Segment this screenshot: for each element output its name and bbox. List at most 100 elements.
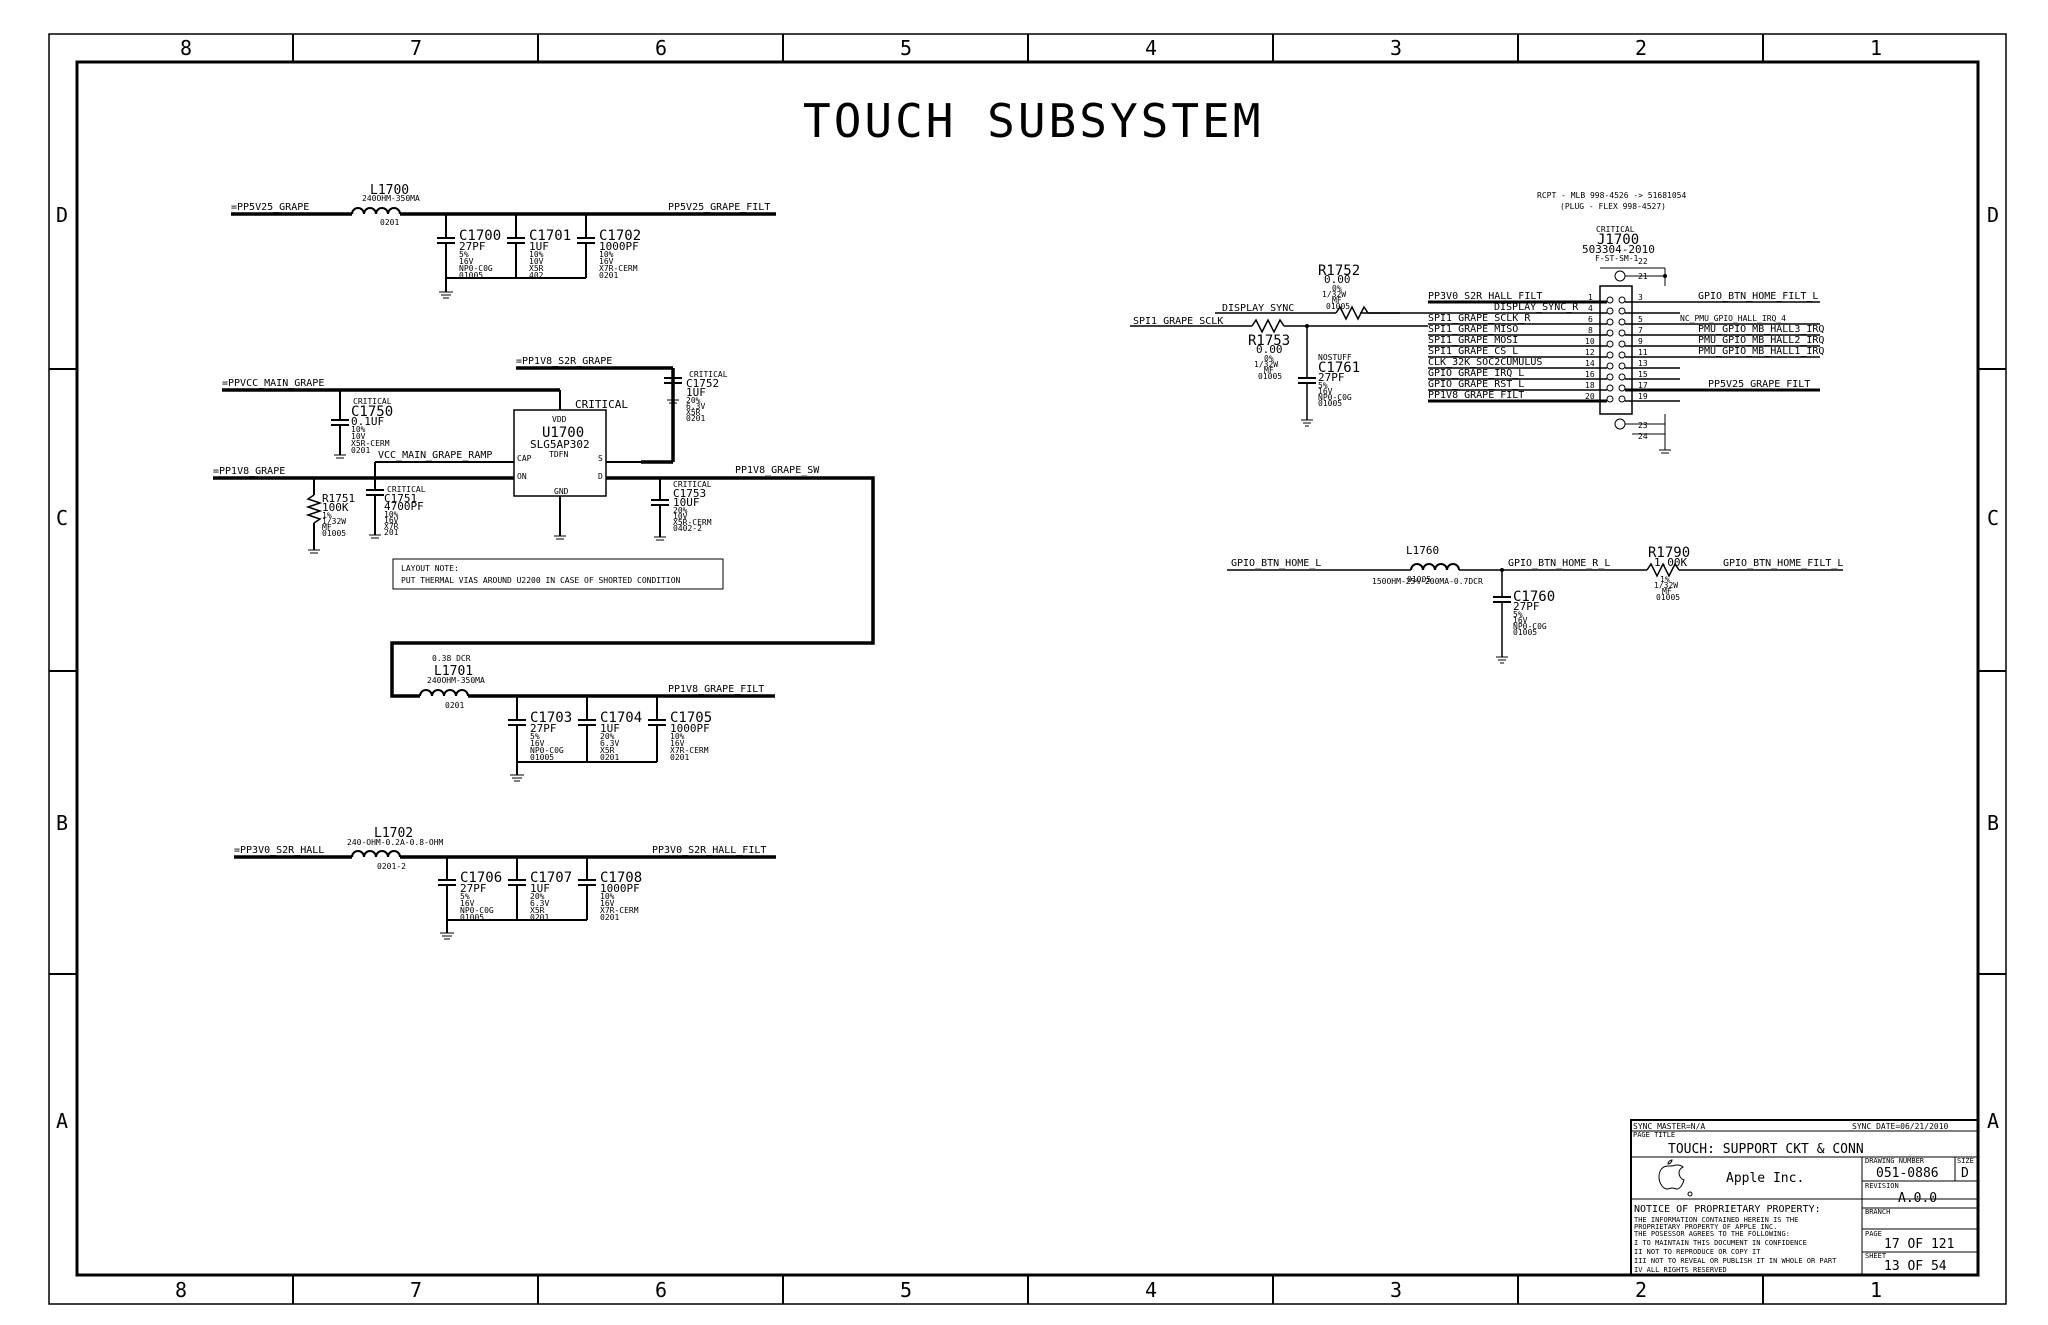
resistor-value: 0.00 <box>1324 273 1351 286</box>
connector-pin: 21 <box>1638 272 1648 281</box>
drawing-number-label: DRAWING NUMBER <box>1865 1157 1925 1165</box>
cap-ref: C1760 <box>1513 589 1555 605</box>
nostuff-label: NOSTUFF <box>1318 353 1352 362</box>
zone-col-label: 3 <box>1390 36 1402 60</box>
cap-diel: X5R <box>529 264 544 273</box>
cap-tol: 20% <box>686 396 701 405</box>
cap-pkg: 201 <box>384 528 399 537</box>
cap-volt: 10V <box>673 512 688 521</box>
cap-ref: C1705 <box>670 710 712 726</box>
cap-tol: 10% <box>599 250 614 259</box>
cap-volt: 16V <box>1318 387 1333 396</box>
cap-diel: X5R-CERM <box>351 439 390 448</box>
resistor-value: 100K <box>322 501 349 514</box>
cap-diel: X5R <box>686 408 701 417</box>
cap-value: 1UF <box>686 386 706 399</box>
resistor-type: MF <box>1264 366 1274 375</box>
resistor-tol: 0% <box>1264 354 1274 363</box>
zone-row-label: D <box>1987 203 1999 227</box>
cap-diel: NP0-C0G <box>530 746 564 755</box>
cap-diel: X7R-CERM <box>599 264 638 273</box>
zone-col-label: 1 <box>1870 36 1882 60</box>
zone-col-label: 4 <box>1145 1278 1157 1302</box>
cap-tol: 10% <box>600 892 615 901</box>
inductor-pkg: 0201-2 <box>377 862 406 871</box>
cap-ref: C1703 <box>530 710 572 726</box>
cap-ref: C1708 <box>600 870 642 886</box>
resistor-power: 1/32W <box>322 517 346 526</box>
connector-pin: 8 <box>1588 326 1593 335</box>
size: D <box>1961 1166 1969 1181</box>
inductor-pkg: 0201 <box>380 218 399 227</box>
page-number: 17 OF 121 <box>1884 1237 1954 1252</box>
net-label: PMU_GPIO_MB_HALL2_IRQ <box>1698 335 1824 346</box>
cap-volt: 10V <box>529 257 544 266</box>
notice-line: I TO MAINTAIN THIS DOCUMENT IN CONFIDENC… <box>1634 1239 1807 1247</box>
cap-value: 1000PF <box>600 882 640 895</box>
zone-col-label: 2 <box>1635 36 1647 60</box>
apple-logo-icon <box>1658 1159 1685 1190</box>
inductor-value: 240OHM-350MA <box>427 676 485 685</box>
connector-pin: 10 <box>1585 337 1595 346</box>
connector-pin: 15 <box>1638 370 1648 379</box>
cap-diel: X5R <box>600 746 615 755</box>
notice-line: PROPRIETARY PROPERTY OF APPLE INC. <box>1634 1223 1777 1231</box>
cap-pkg: 0201 <box>530 913 549 922</box>
net-label: =PP5V25_GRAPE <box>231 202 309 213</box>
page-title-label: PAGE TITLE <box>1633 1131 1675 1139</box>
cap-pkg: 0201 <box>686 414 705 423</box>
cap-ref: C1752 <box>686 377 719 390</box>
zone-col-label: 8 <box>175 1278 187 1302</box>
zone-row-label: B <box>1987 811 1999 835</box>
cap-pkg: 0402-2 <box>673 524 702 533</box>
connector-pin: 22 <box>1638 257 1648 266</box>
zone-row-label: A <box>1987 1109 1999 1133</box>
zone-col-label: 1 <box>1870 1278 1882 1302</box>
resistor-type: MF <box>1332 296 1342 305</box>
net-label: GPIO_BTN_HOME_R_L <box>1508 558 1610 569</box>
cap-diel: X7R <box>384 522 399 531</box>
cap-pkg: 01005 <box>459 271 483 280</box>
zone-row-label: C <box>56 506 68 530</box>
resistor-ref: R1753 <box>1248 333 1290 349</box>
zone-col-label: 6 <box>655 1278 667 1302</box>
net-label: =PP3V0_S2R_HALL <box>234 845 324 856</box>
inner-frame <box>75 60 1980 1277</box>
inductor-ref: L1702 <box>374 826 413 841</box>
net-label: PP5V25_GRAPE_FILT <box>1708 379 1810 390</box>
cap-value: 27PF <box>460 882 487 895</box>
connector-body <box>1599 285 1633 415</box>
zone-dividers <box>49 34 2006 1304</box>
net-label: PMU_GPIO_MB_HALL1_IRQ <box>1698 346 1824 357</box>
notice-title: NOTICE OF PROPRIETARY PROPERTY: <box>1634 1204 1821 1215</box>
cap-volt: 16V <box>384 516 399 525</box>
cap-tol: 10% <box>351 425 366 434</box>
zone-row-label: C <box>1987 506 1999 530</box>
cap-pkg: 0201 <box>670 753 689 762</box>
cap-tol: 10% <box>384 510 399 519</box>
inductor-ref: L1700 <box>370 183 409 198</box>
connector-j1700: RCPT - MLB 998-4526 -> 51681054 (PLUG - … <box>1130 191 1824 454</box>
page-title: TOUCH SUBSYSTEM <box>803 94 1263 148</box>
net-label: GPIO_BTN_HOME_L <box>1231 558 1321 569</box>
cap-tol: 20% <box>673 506 688 515</box>
cap-pkg: 01005 <box>1318 399 1342 408</box>
cap-volt: 16V <box>600 899 615 908</box>
ic-pin-d: D <box>598 472 603 481</box>
cap-tol: 10% <box>529 250 544 259</box>
cap-diel: NP0-C0G <box>1318 393 1352 402</box>
cap-ref: C1700 <box>459 228 501 244</box>
page-label: PAGE <box>1865 1230 1882 1238</box>
net-label: SPI1_GRAPE_MOSI <box>1428 335 1518 346</box>
critical-label: CRITICAL <box>575 398 628 411</box>
cap-ref: C1750 <box>351 404 393 420</box>
ic-pin-vdd: VDD <box>552 415 567 424</box>
cap-diel: X7R-CERM <box>670 746 709 755</box>
cap-value: 1UF <box>600 722 620 735</box>
connector-pin: 5 <box>1638 315 1643 324</box>
connector-pin: 19 <box>1638 392 1648 401</box>
title-block: SYNC_MASTER=N/A SYNC_DATE=06/21/2010 PAG… <box>1630 1119 1979 1276</box>
zone-col-label: 7 <box>410 1278 422 1302</box>
ic-pin-on: ON <box>517 472 527 481</box>
cap-ref: C1704 <box>600 710 642 726</box>
